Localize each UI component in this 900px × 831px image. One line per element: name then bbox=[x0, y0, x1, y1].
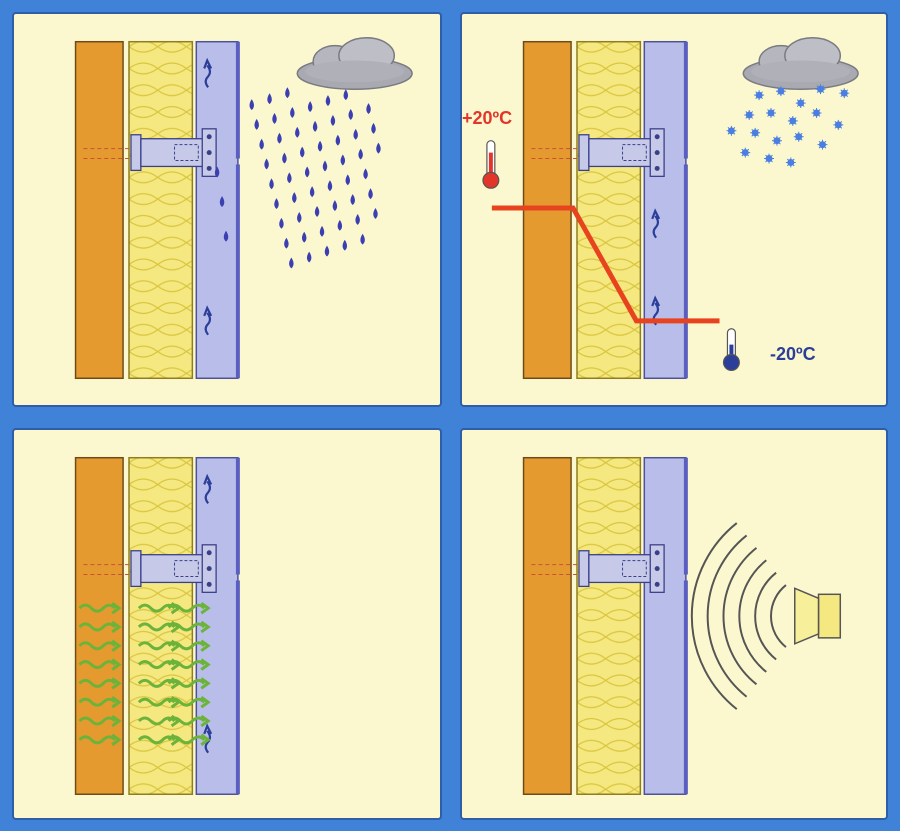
sound-panel bbox=[460, 428, 888, 820]
rain-diagram bbox=[74, 37, 413, 380]
sound-wave-icon bbox=[690, 522, 787, 710]
snowflake-icon bbox=[771, 135, 783, 147]
thermometer-icon bbox=[722, 328, 740, 371]
cold-temperature-label: -20ºC bbox=[770, 344, 816, 364]
wall-section bbox=[74, 40, 241, 380]
snowflake-icon bbox=[739, 147, 751, 159]
raindrop-icon bbox=[264, 158, 269, 170]
raindrop-icon bbox=[292, 192, 297, 204]
rain-panel bbox=[12, 12, 442, 407]
sound-diagram bbox=[522, 456, 842, 795]
snowflake-icon bbox=[795, 97, 807, 109]
raindrop-icon bbox=[290, 107, 295, 118]
cloud-icon bbox=[296, 37, 413, 90]
raindrop-icon bbox=[373, 208, 378, 219]
raindrop-icon bbox=[319, 225, 325, 237]
raindrop-icon bbox=[272, 112, 277, 124]
snowflake-icon bbox=[838, 87, 850, 99]
loudspeaker-icon bbox=[794, 587, 842, 645]
raindrop-icon bbox=[348, 109, 353, 120]
raindrop-icon bbox=[340, 154, 346, 166]
raindrop-icon bbox=[300, 146, 305, 158]
thermometer-icon bbox=[482, 140, 500, 189]
snowflake-icon bbox=[749, 127, 761, 139]
raindrop-icon bbox=[327, 180, 333, 192]
raindrop-icon bbox=[284, 237, 289, 249]
cloud-icon bbox=[742, 37, 859, 90]
snowflake-icon bbox=[832, 119, 844, 131]
raindrop-icon bbox=[309, 186, 315, 198]
snowflake-icon bbox=[753, 89, 765, 101]
raindrop-icon bbox=[259, 138, 264, 150]
raindrop-icon bbox=[350, 194, 355, 206]
snowflake-icon bbox=[725, 125, 737, 137]
sound-wave-icon bbox=[722, 547, 758, 686]
sound-wave-icon bbox=[706, 534, 748, 698]
raindrop-icon bbox=[279, 217, 284, 229]
raindrop-icon bbox=[366, 103, 371, 114]
raindrop-icon bbox=[282, 152, 287, 164]
raindrop-icon bbox=[332, 200, 338, 211]
snowflake-icon bbox=[763, 153, 775, 164]
raindrop-icon bbox=[355, 213, 360, 225]
warm-temperature-label: +20ºC bbox=[462, 108, 513, 128]
raindrop-icon bbox=[342, 239, 348, 251]
temperature-line bbox=[491, 205, 720, 324]
raindrop-icon bbox=[317, 140, 323, 152]
temperature-panel: +20ºC -20ºC bbox=[460, 12, 888, 407]
snowflake-icon bbox=[817, 139, 828, 151]
raindrop-icon bbox=[358, 148, 363, 160]
vapour-panel bbox=[12, 428, 442, 820]
raindrop-icon bbox=[324, 245, 330, 257]
sound-wave-icon bbox=[690, 522, 738, 710]
raindrop-icon bbox=[312, 120, 318, 132]
raindrop-icon bbox=[277, 132, 282, 144]
raindrop-icon bbox=[307, 101, 313, 112]
raindrop-icon bbox=[306, 251, 312, 263]
snowflake-icon bbox=[725, 83, 850, 168]
raindrop-icon bbox=[297, 211, 302, 223]
raindrop-icon bbox=[330, 114, 336, 126]
raindrop-icon bbox=[343, 89, 349, 101]
snowflake-icon bbox=[765, 107, 777, 119]
raindrop-icon bbox=[269, 178, 274, 190]
wall-section bbox=[522, 456, 689, 795]
raindrop-icon bbox=[267, 93, 272, 105]
raindrop-icon bbox=[371, 122, 376, 134]
raindrop-icon bbox=[335, 134, 341, 146]
snowflake-icon bbox=[785, 157, 797, 168]
raindrop-icon bbox=[254, 118, 259, 130]
raindrop-icon bbox=[249, 99, 254, 111]
raindrop-icon bbox=[325, 95, 331, 107]
vapour-diagram bbox=[74, 456, 241, 795]
raindrop-icon bbox=[322, 160, 328, 172]
temperature-diagram bbox=[482, 37, 859, 380]
raindrop-icon bbox=[337, 219, 343, 231]
raindrop-icon bbox=[274, 198, 279, 210]
raindrop-icon bbox=[287, 172, 292, 184]
raindrop-icon bbox=[353, 128, 358, 140]
snowflake-icon bbox=[787, 115, 799, 127]
raindrop-icon bbox=[368, 188, 373, 200]
snowflake-icon bbox=[811, 107, 822, 119]
raindrop-icon bbox=[289, 257, 294, 269]
sound-wave-icon bbox=[738, 559, 767, 673]
snowflake-icon bbox=[743, 109, 755, 121]
raindrop-icon bbox=[304, 166, 310, 178]
raindrop-icon bbox=[285, 87, 290, 99]
snowflake-icon bbox=[793, 131, 805, 143]
raindrop-icon bbox=[301, 231, 307, 243]
sound-wave-icon bbox=[754, 571, 777, 661]
raindrop-icon bbox=[376, 142, 381, 154]
raindrop-icon bbox=[360, 233, 365, 245]
sound-wave-icon bbox=[770, 584, 787, 648]
raindrop-icon bbox=[363, 168, 368, 180]
raindrop-icon bbox=[345, 174, 350, 186]
raindrop-icon bbox=[295, 126, 300, 138]
raindrop-icon bbox=[314, 206, 320, 217]
